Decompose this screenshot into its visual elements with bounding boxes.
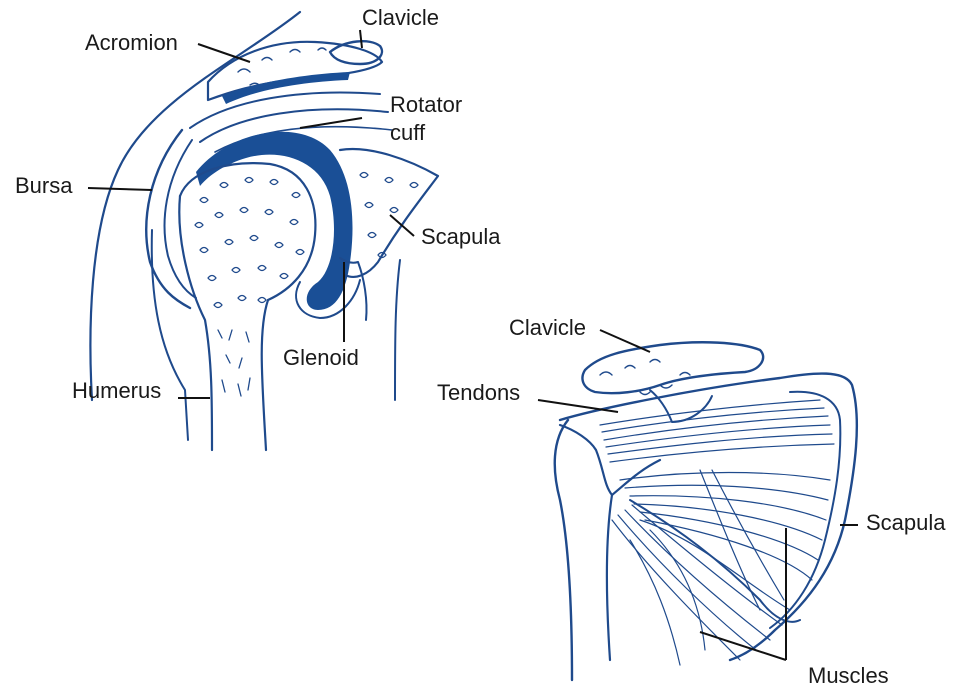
label-tendons: Tendons — [437, 380, 520, 405]
humerus-shaft-left — [179, 196, 212, 450]
muscle-divider — [630, 500, 800, 622]
label-muscles: Muscles — [808, 663, 889, 688]
label-glenoid: Glenoid — [283, 345, 359, 370]
leader-bursa — [88, 188, 152, 190]
label-humerus: Humerus — [72, 378, 161, 403]
label-bursa: Bursa — [15, 173, 73, 198]
leader-muscles-1 — [700, 632, 786, 660]
humerus-back-head — [560, 425, 660, 495]
scapula-section — [340, 149, 438, 277]
supraspinatus-fibers — [600, 400, 834, 462]
shoulder-skin-outline — [90, 12, 300, 400]
humerus-shaft-right — [262, 300, 268, 450]
infraspinatus-fibers — [620, 473, 830, 581]
leader-clavicle-back — [600, 330, 650, 352]
leader-scapula-front — [390, 215, 414, 236]
torso-side-line — [395, 260, 400, 400]
leader-clavicle-front — [360, 30, 362, 48]
clavicle-back-view — [582, 342, 763, 393]
posterior-muscle-view — [555, 342, 857, 680]
acromion-shape — [208, 42, 382, 100]
label-clavicle-back: Clavicle — [509, 315, 586, 340]
leader-tendons — [538, 400, 618, 412]
teres-fibers — [612, 470, 790, 665]
label-scapula-front: Scapula — [421, 224, 501, 249]
arm-outline-left — [555, 420, 572, 680]
label-cuff: cuff — [390, 120, 426, 145]
arm-outline-mid — [607, 495, 612, 660]
label-rotator: Rotator — [390, 92, 462, 117]
acromion-dark-band — [222, 72, 350, 104]
acromion-back-view — [650, 390, 712, 422]
label-clavicle-front: Clavicle — [362, 5, 439, 30]
label-scapula-back: Scapula — [866, 510, 946, 535]
humeral-cartilage — [196, 132, 353, 310]
label-acromion: Acromion — [85, 30, 178, 55]
